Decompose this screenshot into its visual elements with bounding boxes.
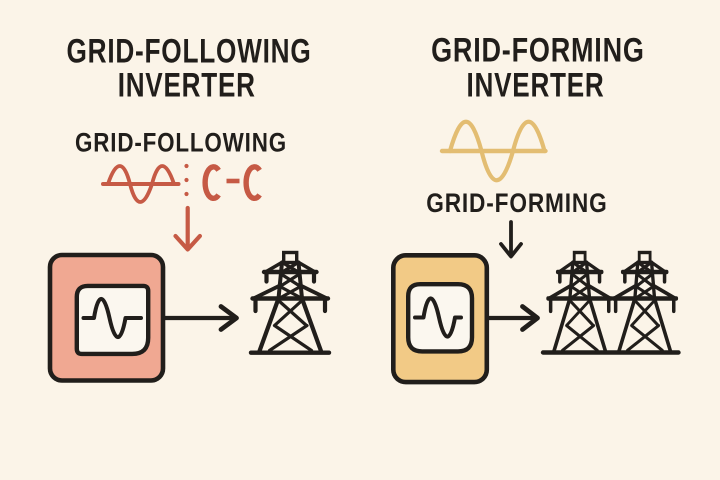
svg-text:GRID-FOLLOWING: GRID-FOLLOWING [75, 129, 287, 158]
svg-text:GRID-FORMING: GRID-FORMING [431, 31, 645, 70]
svg-text:GRID-FOLLOWING: GRID-FOLLOWING [66, 32, 311, 70]
svg-text:GRID-FORMING: GRID-FORMING [426, 188, 607, 218]
svg-text:INVERTER: INVERTER [118, 66, 256, 104]
svg-text:INVERTER: INVERTER [466, 66, 604, 104]
